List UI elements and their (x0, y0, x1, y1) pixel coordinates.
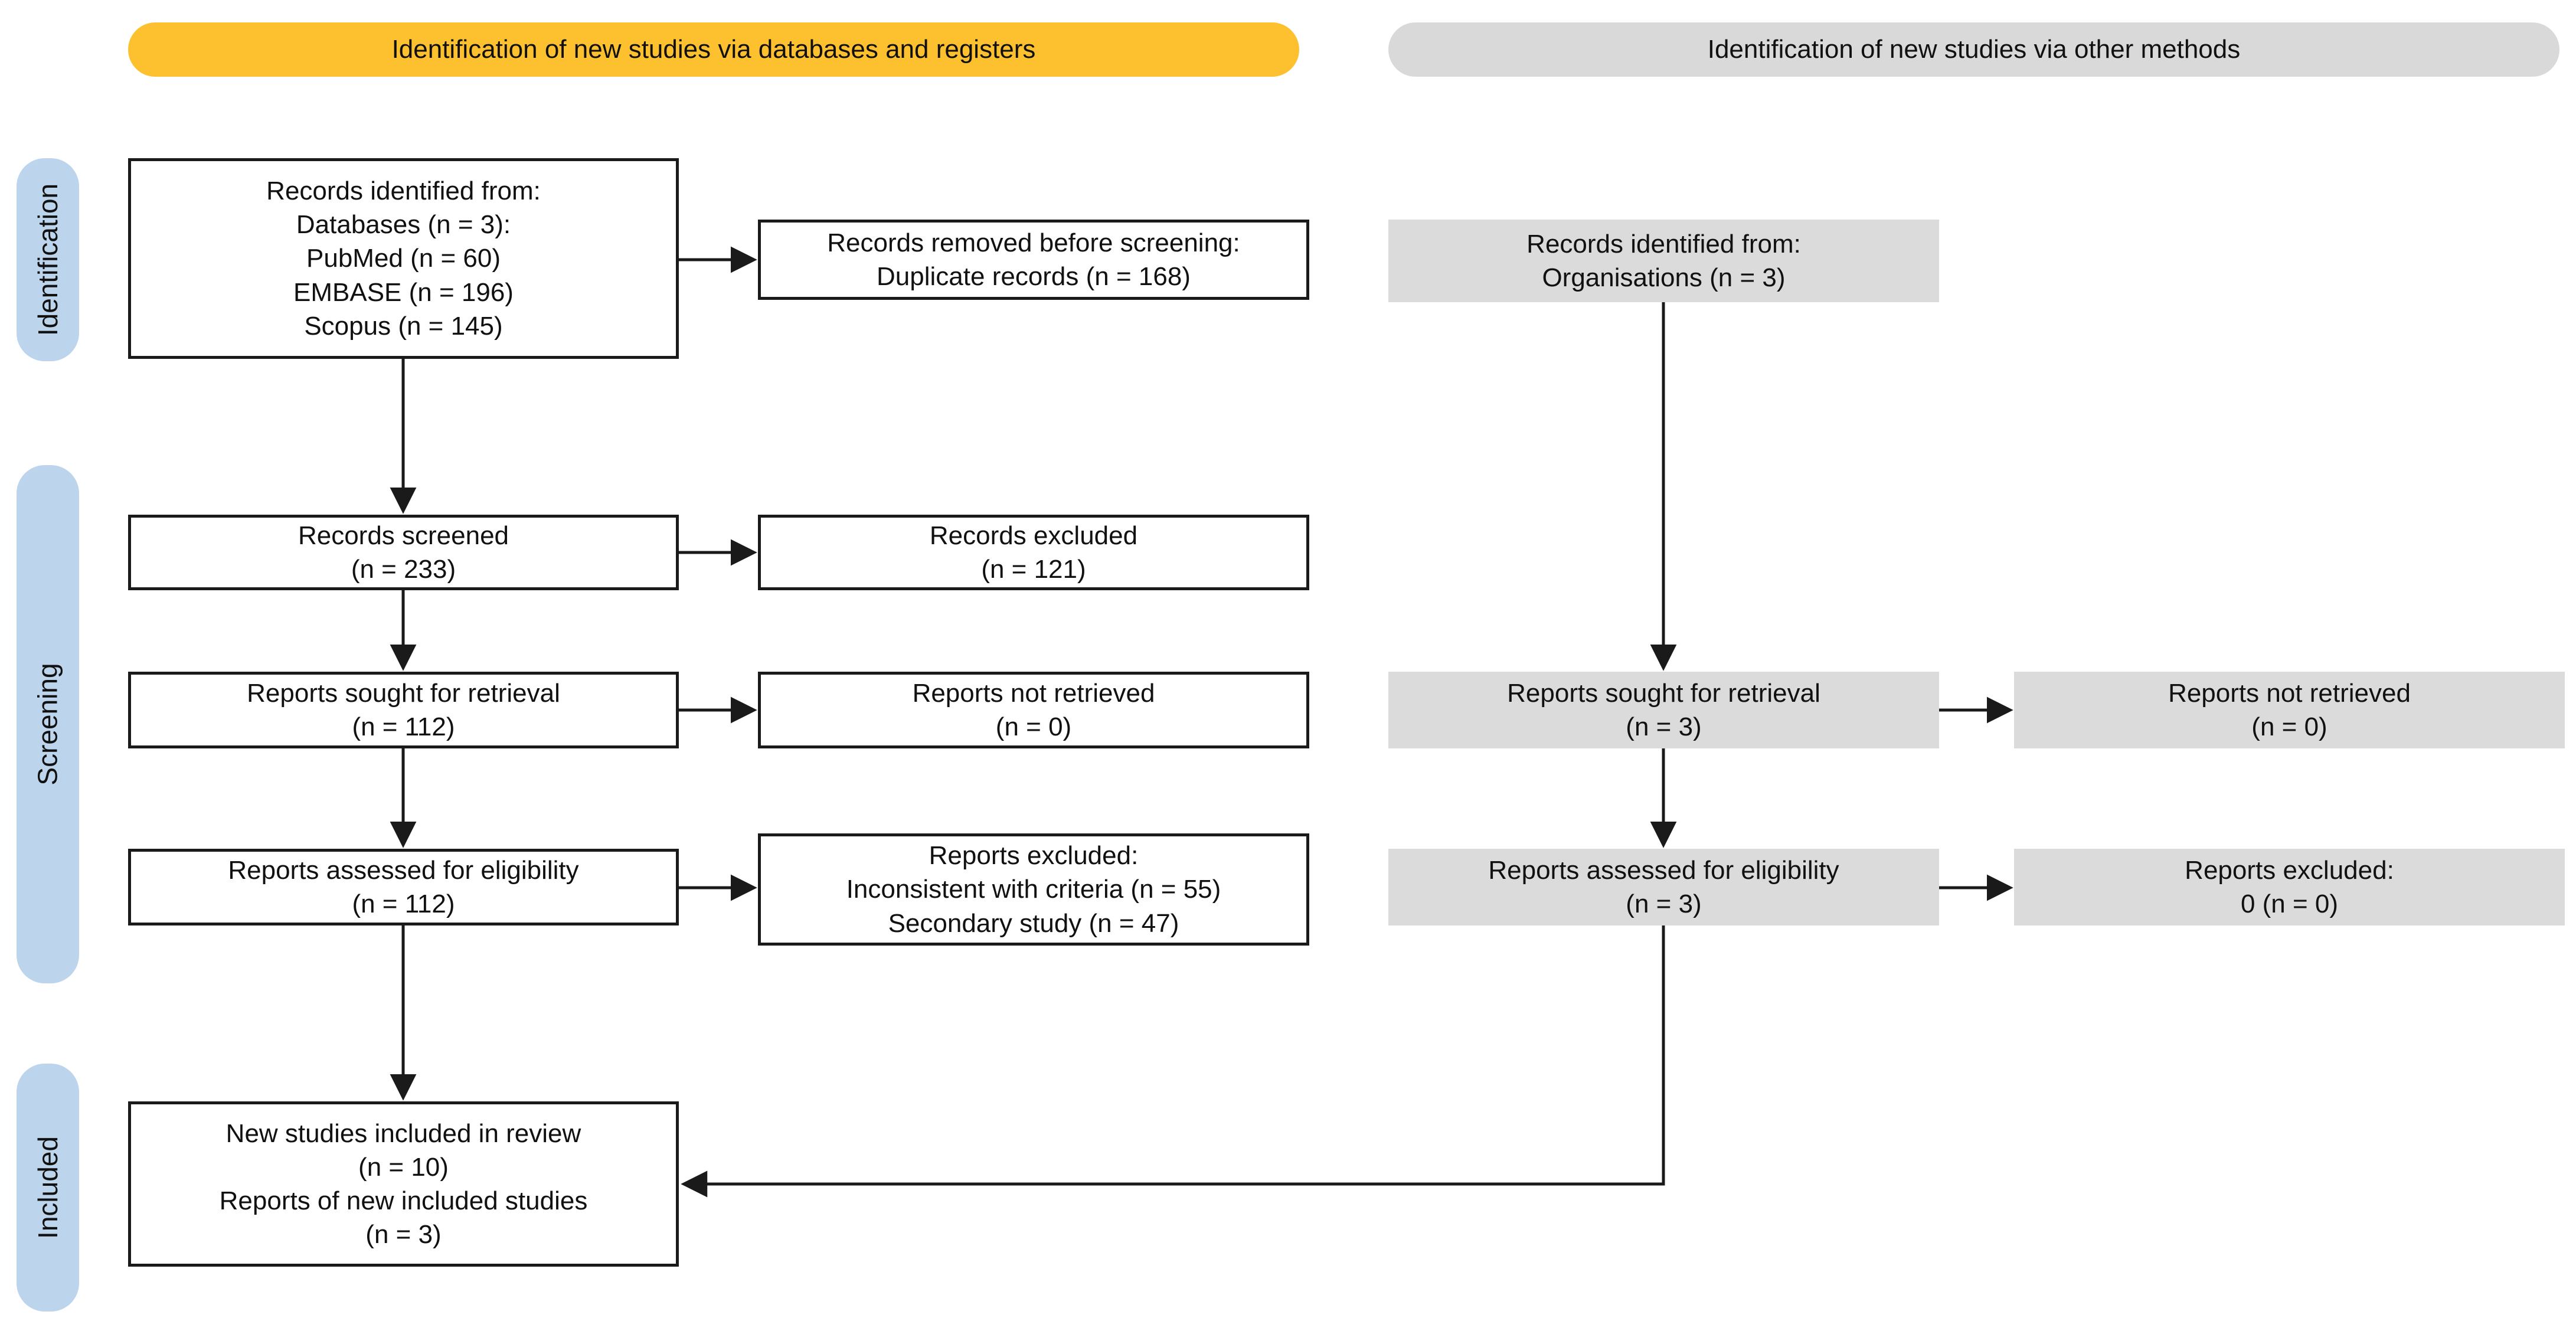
box-records-identified-organisations: Records identified from: Organisations (… (1388, 220, 1939, 302)
box-reports-not-retrieved-other: Reports not retrieved (n = 0) (2014, 672, 2565, 748)
box-reports-assessed-other: Reports assessed for eligibility (n = 3) (1388, 849, 1939, 925)
box-reports-assessed-databases: Reports assessed for eligibility (n = 11… (128, 849, 679, 925)
box-reports-sought-databases: Reports sought for retrieval (n = 112) (128, 672, 679, 748)
box-new-studies-included: New studies included in review (n = 10) … (128, 1101, 679, 1267)
arrow-assessed-other-to-included (681, 925, 1665, 1198)
stage-screening-label: Screening (32, 663, 64, 786)
stage-included-label: Included (32, 1136, 64, 1239)
box-reports-sought-other: Reports sought for retrieval (n = 3) (1388, 672, 1939, 748)
box-records-excluded: Records excluded (n = 121) (758, 515, 1309, 590)
banner-other-methods: Identification of new studies via other … (1388, 22, 2559, 77)
stage-included: Included (17, 1064, 79, 1312)
stage-screening: Screening (17, 465, 79, 983)
box-records-screened: Records screened (n = 233) (128, 515, 679, 590)
stage-identification: Identification (17, 158, 79, 361)
banner-databases-registers: Identification of new studies via databa… (128, 22, 1299, 77)
box-reports-not-retrieved-databases: Reports not retrieved (n = 0) (758, 672, 1309, 748)
box-reports-excluded-databases: Reports excluded: Inconsistent with crit… (758, 833, 1309, 946)
box-records-removed: Records removed before screening: Duplic… (758, 220, 1309, 300)
box-records-identified-databases: Records identified from: Databases (n = … (128, 158, 679, 359)
stage-identification-label: Identification (32, 183, 63, 336)
box-reports-excluded-other: Reports excluded: 0 (n = 0) (2014, 849, 2565, 925)
